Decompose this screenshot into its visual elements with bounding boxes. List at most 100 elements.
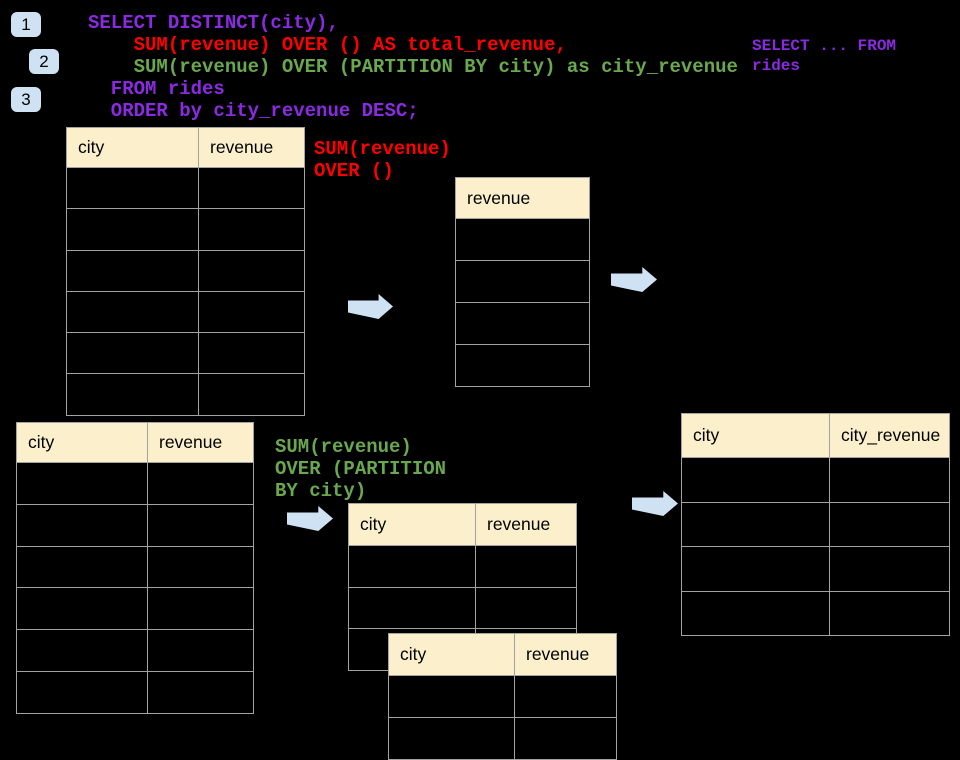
table-row [66, 208, 305, 251]
empty-cell [147, 670, 254, 714]
empty-cell [348, 545, 476, 588]
column-header: city [16, 422, 148, 463]
empty-cell [66, 249, 199, 292]
empty-cell [147, 545, 254, 589]
arrow-right-icon [611, 267, 657, 292]
empty-cell [147, 503, 254, 547]
column-header: revenue [147, 422, 254, 463]
table-row [348, 545, 577, 588]
empty-cell [681, 546, 830, 592]
code-line: ORDER by city_revenue DESC; [88, 100, 419, 122]
empty-cell [66, 332, 199, 375]
step-badge-2: 2 [29, 49, 59, 74]
empty-cell [455, 260, 590, 303]
empty-cell [455, 344, 590, 387]
table-row [16, 629, 254, 672]
column-header: revenue [455, 177, 590, 219]
code-line: SUM(revenue) OVER (PARTITION BY city) as… [88, 56, 738, 78]
code-line: OVER () [314, 160, 394, 182]
table-row [16, 503, 254, 547]
table-row [455, 344, 590, 387]
empty-cell [198, 249, 305, 292]
empty-cell [16, 503, 148, 547]
diagram-canvas: 1 2 3 SELECT DISTINCT(city), SUM(revenue… [11, 12, 950, 760]
table-row [681, 546, 950, 592]
empty-cell [66, 290, 199, 334]
empty-cell [16, 462, 148, 505]
arrow-right-icon [287, 506, 333, 531]
empty-cell [829, 590, 950, 636]
table-row [66, 290, 305, 334]
empty-cell [198, 166, 305, 210]
empty-cell [147, 462, 254, 505]
empty-cell [16, 587, 148, 631]
empty-cell [66, 208, 199, 251]
table-row [66, 166, 305, 210]
column-header: revenue [198, 127, 305, 168]
code-line: rides [752, 57, 801, 75]
empty-cell [514, 717, 617, 760]
empty-cell [198, 373, 305, 416]
code-line: SUM(revenue) [275, 436, 412, 458]
table-row [455, 218, 590, 261]
column-header: city [681, 413, 830, 458]
empty-cell [681, 457, 830, 503]
sql-code-block: SELECT DISTINCT(city), SUM(revenue) OVER… [88, 12, 738, 122]
header-row: revenue [455, 177, 590, 219]
empty-cell [16, 670, 148, 714]
step-badge-3: 3 [11, 87, 41, 112]
annotation-total-revenue: SUM(revenue)OVER () [314, 138, 451, 182]
empty-cell [198, 332, 305, 375]
step-badge-1: 1 [11, 12, 41, 37]
table-row [16, 545, 254, 589]
column-header: revenue [475, 503, 577, 546]
empty-cell [198, 208, 305, 251]
empty-cell [16, 629, 148, 672]
table-row [66, 249, 305, 292]
column-header: city_revenue [829, 413, 950, 458]
table-row [66, 332, 305, 375]
table-row [16, 587, 254, 631]
code-line: SUM(revenue) [314, 138, 451, 160]
code-line: OVER (PARTITION [275, 458, 447, 480]
table-row [388, 717, 617, 760]
empty-cell [388, 675, 515, 718]
code-line: FROM rides [88, 78, 225, 100]
empty-cell [681, 590, 830, 636]
table-row [348, 586, 577, 630]
table-row [16, 462, 254, 505]
empty-cell [475, 586, 577, 630]
empty-cell [475, 545, 577, 588]
code-line: SELECT DISTINCT(city), [88, 12, 339, 34]
note-select-from-rides: SELECT ... FROM rides [752, 36, 896, 76]
empty-cell [829, 546, 950, 592]
code-line: BY city) [275, 480, 367, 502]
column-header: city [388, 633, 515, 676]
empty-cell [455, 302, 590, 345]
table-row [455, 302, 590, 345]
empty-cell [147, 629, 254, 672]
code-line: SUM(revenue) OVER () AS total_revenue, [88, 34, 567, 56]
empty-cell [66, 373, 199, 416]
empty-cell [388, 717, 515, 760]
table-row [455, 260, 590, 303]
code-line: SELECT ... FROM [752, 37, 897, 55]
table-total-revenue-result: revenue [455, 177, 590, 387]
empty-cell [514, 675, 617, 718]
empty-cell [147, 587, 254, 631]
empty-cell [829, 457, 950, 503]
empty-cell [681, 501, 830, 547]
empty-cell [348, 586, 476, 630]
table-row [681, 590, 950, 636]
empty-cell [829, 501, 950, 547]
empty-cell [198, 290, 305, 334]
table-row [681, 501, 950, 547]
